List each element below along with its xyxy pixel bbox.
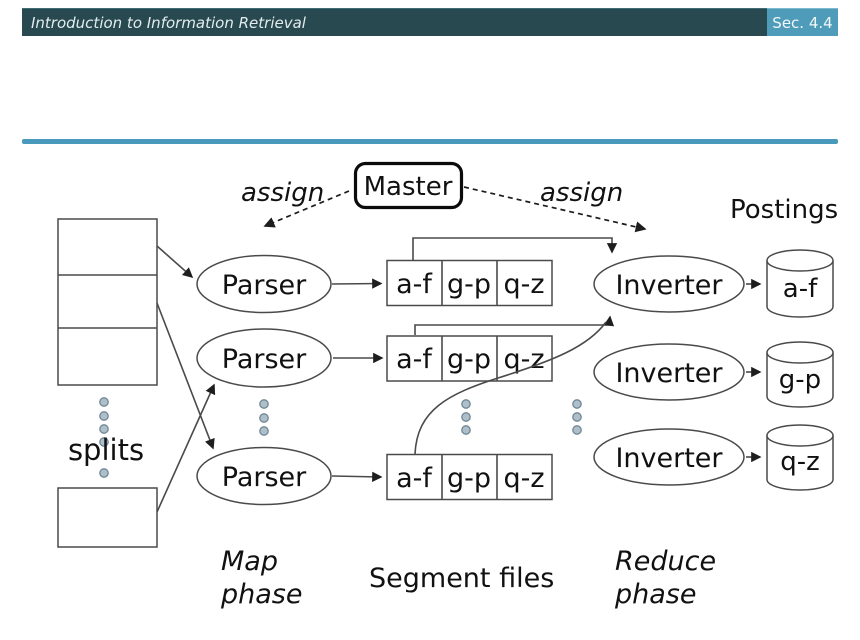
segment-cell-label: a-f [396,344,433,375]
parser-label-1: Parser [222,270,307,301]
master-box [353,161,464,210]
segment-cell-label: a-f [396,269,433,300]
segment-row-3: a-f g-p q-z [386,453,553,501]
bracket-segment2-to-inverter [414,315,615,335]
parser-ellipsis-dots [259,399,269,436]
assign-arrow-left [263,190,350,228]
arrow-split1-to-parser1 [156,245,194,279]
segment-cell-label: g-p [447,269,491,300]
map-phase-label-line1: Map [221,546,278,577]
section-badge: Sec. 4.4 [767,8,838,36]
cylinder-label-af: a-f [783,274,818,304]
segment-cell-label: g-p [447,344,491,375]
arrow-split2-to-parser3 [156,302,215,450]
segment-cell-label: g-p [447,463,491,494]
segment-cell-label: q-z [503,269,544,300]
reduce-phase-label-line1: Reduce [615,546,716,577]
splits-label: splits [68,433,144,467]
parser-to-segment-arrows [331,278,384,483]
split-block-group [57,218,158,386]
assign-label-left: assign [241,178,324,208]
header-title: Introduction to Information Retrieval [31,13,306,32]
inverter-label-2: Inverter [615,358,723,389]
bracket-segment1-to-inverter [412,237,618,260]
segment-cell-label: q-z [503,344,544,375]
segment-row-2: a-f g-p q-z [386,335,553,382]
inverter-ellipsis-dots [572,399,582,435]
arrow-parser1-to-segments [331,278,383,289]
arrow-parser3-to-segments [331,471,383,483]
inverters: Inverter Inverter Inverter [593,255,745,486]
inverter-ellipse-3 [593,428,745,486]
segment-files-label: Segment files [369,563,554,594]
assign-arrow-right [463,186,647,233]
postings-title: Postings [730,195,838,225]
parser-ellipse-1 [196,254,332,314]
assign-label-right: assign [540,178,623,208]
segment-cell-label: q-z [503,463,544,494]
parser-ellipse-2 [196,328,332,388]
arrow-splitlast-to-parser2 [156,383,216,513]
parser-label-2: Parser [222,344,307,375]
inverter-ellipse-1 [593,255,745,313]
split-to-parser-arrows [156,245,216,513]
cylinder-label-qz: q-z [780,447,820,477]
parser-ellipse-3 [196,446,332,506]
parsers: Parser Parser Parser [196,254,332,506]
splits-stack [57,218,158,548]
postings-cylinder-gp: g-p [766,341,834,408]
splits-ellipsis-dots [99,397,109,478]
postings-cylinder-qz: q-z [766,424,834,491]
curve-segment3-to-inverter [414,321,607,455]
reduce-phase-label-line2: phase [614,579,696,610]
split-block-last [57,487,158,548]
postings-cylinder-af: a-f [766,249,834,318]
divider-line [22,139,838,144]
inverter-to-postings-arrows [746,278,762,463]
header-bar: Introduction to Information Retrieval [22,8,767,36]
segment-to-inverter-routes [412,237,618,455]
cylinder-label-gp: g-p [779,365,821,395]
parser-label-3: Parser [222,462,307,493]
inverter-ellipse-2 [593,343,745,401]
segment-ellipsis-dots [461,399,471,435]
map-phase-label-line2: phase [220,579,302,610]
segment-row-1: a-f g-p q-z [386,259,553,307]
master-label: Master [364,172,453,202]
inverter-label-1: Inverter [615,270,723,301]
segment-cell-label: a-f [396,463,433,494]
inverter-label-3: Inverter [615,443,723,474]
